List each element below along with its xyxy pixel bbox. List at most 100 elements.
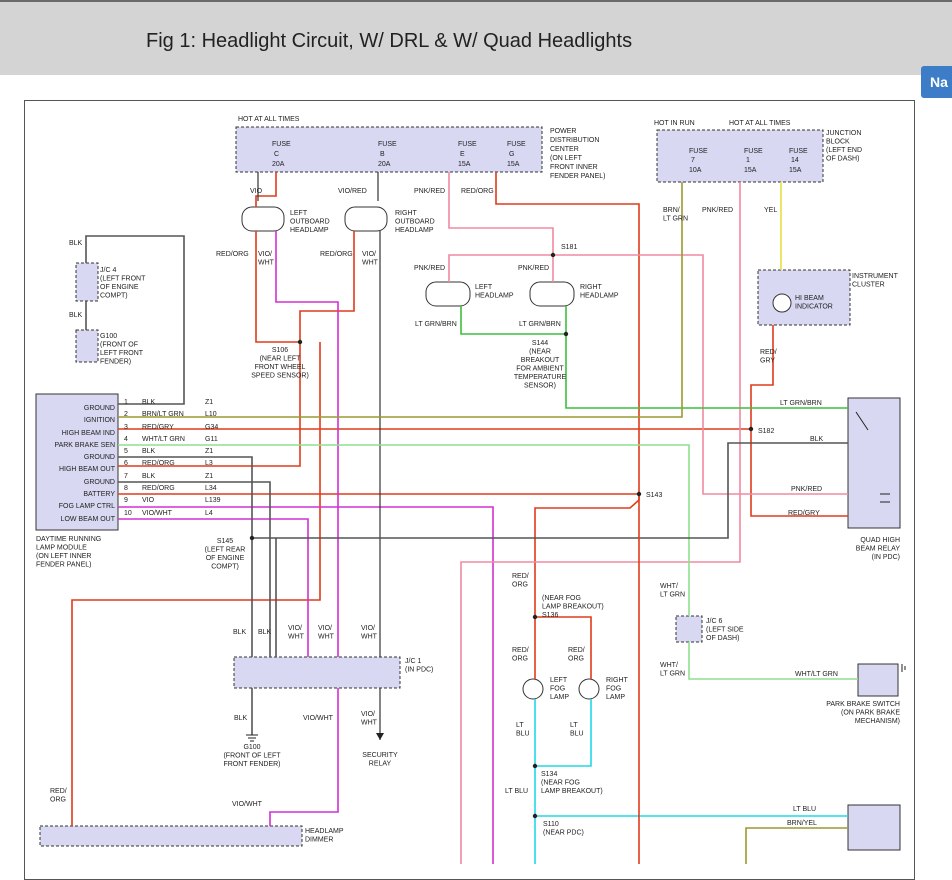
wire-label: BLK bbox=[69, 240, 83, 247]
next-nav-button[interactable]: Na bbox=[921, 66, 952, 98]
lower-relay-box bbox=[847, 804, 901, 851]
left-outboard-label: HEADLAMP bbox=[290, 227, 329, 234]
drl-pin-label: HIGH BEAM OUT bbox=[59, 466, 116, 473]
right-outboard-label: OUTBOARD bbox=[395, 219, 435, 226]
jb-fuse-num: 1 bbox=[746, 157, 750, 164]
wire-label: ORG bbox=[512, 582, 528, 589]
wire-brn-yel bbox=[745, 827, 848, 864]
s144-label: S144 bbox=[532, 340, 548, 347]
drl-pin-number: 7 bbox=[124, 473, 128, 480]
drl-module-caption: DAYTIME RUNNING bbox=[36, 536, 101, 543]
s181-label: S181 bbox=[561, 244, 577, 251]
wire-red-org-high-beam-out bbox=[118, 231, 355, 467]
left-fog-label: FOG bbox=[550, 686, 565, 693]
drl-pin-label: HIGH BEAM IND bbox=[62, 430, 115, 437]
wire-label: WHT bbox=[318, 634, 335, 641]
wire-label: VIO/WHT bbox=[303, 715, 334, 722]
drl-pin-number: 5 bbox=[124, 448, 128, 455]
drl-pin-number: 4 bbox=[124, 436, 128, 443]
s110-label: S110 bbox=[543, 821, 559, 828]
jc4-label: OF ENGINE bbox=[100, 284, 139, 291]
wire-label: RED/ bbox=[760, 349, 777, 356]
drl-pin-number: 1 bbox=[124, 399, 128, 406]
wire-label: BLK bbox=[234, 715, 248, 722]
jb-label: BLOCK bbox=[826, 139, 850, 146]
s144-label: FOR AMBIENT bbox=[516, 366, 564, 373]
wire-label: VIO bbox=[250, 188, 263, 195]
jc4-label: (LEFT FRONT bbox=[100, 276, 146, 283]
wire-label: RED/GRY bbox=[788, 510, 820, 517]
wire-label: BLU bbox=[570, 731, 584, 738]
junction-block-box bbox=[656, 129, 824, 183]
s145-label: COMPT) bbox=[211, 564, 239, 571]
wire-label: VIO/ bbox=[318, 625, 332, 632]
park-brake-switch-box bbox=[857, 663, 899, 697]
wire-label: WHT bbox=[258, 260, 275, 267]
wire-blk-relay-ground bbox=[252, 442, 848, 657]
hi-beam-indicator-label: HI BEAM bbox=[795, 295, 824, 302]
wire-label: LT GRN/BRN bbox=[415, 321, 457, 328]
pdc-label: CENTER bbox=[550, 146, 579, 153]
drl-pin-label: PARK BRAKE SEN bbox=[54, 442, 115, 449]
wire-label: LT GRN bbox=[660, 671, 685, 678]
wire-label: ORG bbox=[568, 656, 584, 663]
s134-label: (NEAR FOG bbox=[541, 780, 580, 787]
jb-fuse-label: FUSE bbox=[789, 148, 808, 155]
wire-label: WHT bbox=[288, 634, 305, 641]
headlamp-dimmer-label: HEADLAMP bbox=[305, 828, 344, 835]
wire-label: VIO/WHT bbox=[232, 801, 263, 808]
left-fog-lamp bbox=[522, 678, 544, 700]
drl-pin-wire-color: WHT/LT GRN bbox=[142, 436, 185, 443]
jb-fuse-amp: 15A bbox=[789, 167, 802, 174]
park-brake-switch-label: (ON PARK BRAKE bbox=[841, 710, 900, 717]
pdc-label: POWER bbox=[550, 128, 576, 135]
wire-label: GRY bbox=[760, 358, 775, 365]
jb-fuse-amp: 10A bbox=[689, 167, 702, 174]
wire-label: WHT bbox=[362, 260, 379, 267]
s145-label: (LEFT REAR bbox=[205, 547, 246, 554]
pdc-box bbox=[235, 126, 543, 173]
wire-label: RED/ bbox=[512, 647, 529, 654]
drl-pin-wire-color: BLK bbox=[142, 473, 156, 480]
drl-pin-number: 2 bbox=[124, 411, 128, 418]
s134-label: LAMP BREAKOUT) bbox=[541, 788, 603, 795]
wire-label: BLK bbox=[810, 436, 824, 443]
drl-pin-label: GROUND bbox=[84, 454, 115, 461]
left-headlamp bbox=[425, 281, 471, 307]
wire-label: VIO/ bbox=[361, 711, 375, 718]
left-outboard-label: OUTBOARD bbox=[290, 219, 330, 226]
park-brake-switch-label: PARK BRAKE SWITCH bbox=[826, 701, 900, 708]
pdc-fuse-amp: 15A bbox=[507, 161, 520, 168]
wire-label: VIO/ bbox=[258, 251, 272, 258]
jc4-label: J/C 4 bbox=[100, 267, 116, 274]
wire-label: VIO/ bbox=[361, 625, 375, 632]
left-headlamp-label: LEFT bbox=[475, 284, 493, 291]
left-fog-label: LAMP bbox=[550, 694, 569, 701]
instrument-cluster-box bbox=[757, 269, 851, 326]
wire-blk-ground-1 bbox=[85, 235, 185, 405]
wire-label: LT bbox=[570, 722, 578, 729]
right-fog-label: LAMP bbox=[606, 694, 625, 701]
drl-pin-number: 10 bbox=[124, 510, 132, 517]
g100-bottom-label: (FRONT OF LEFT bbox=[223, 753, 281, 760]
pdc-fuse-letter: B bbox=[380, 151, 385, 158]
wire-vio-wht-low-beam bbox=[118, 518, 309, 657]
s110-label: (NEAR PDC) bbox=[543, 830, 584, 837]
g100-top-box bbox=[75, 329, 99, 363]
wire-vio-wht-dimmer bbox=[269, 720, 339, 826]
wire-label: LT bbox=[516, 722, 524, 729]
wire-label: WHT bbox=[361, 634, 378, 641]
s136-label: LAMP BREAKOUT) bbox=[542, 604, 604, 611]
wire-pnk-red-s143 bbox=[460, 182, 741, 864]
ground-symbol-icon bbox=[246, 734, 258, 742]
jb-fuse-label: FUSE bbox=[744, 148, 763, 155]
headlamp-dimmer-label: DIMMER bbox=[305, 837, 333, 844]
jb-hot-run-label: HOT IN RUN bbox=[654, 120, 695, 127]
drl-pin-circuit-code: Z1 bbox=[205, 448, 213, 455]
drl-pin-circuit-code: Z1 bbox=[205, 399, 213, 406]
pdc-label: DISTRIBUTION bbox=[550, 137, 599, 144]
wire-label: BLU bbox=[516, 731, 530, 738]
pdc-fuse-label: FUSE bbox=[458, 141, 477, 148]
wire-label: LT GRN bbox=[660, 592, 685, 599]
s144-label: BREAKOUT bbox=[521, 357, 560, 364]
